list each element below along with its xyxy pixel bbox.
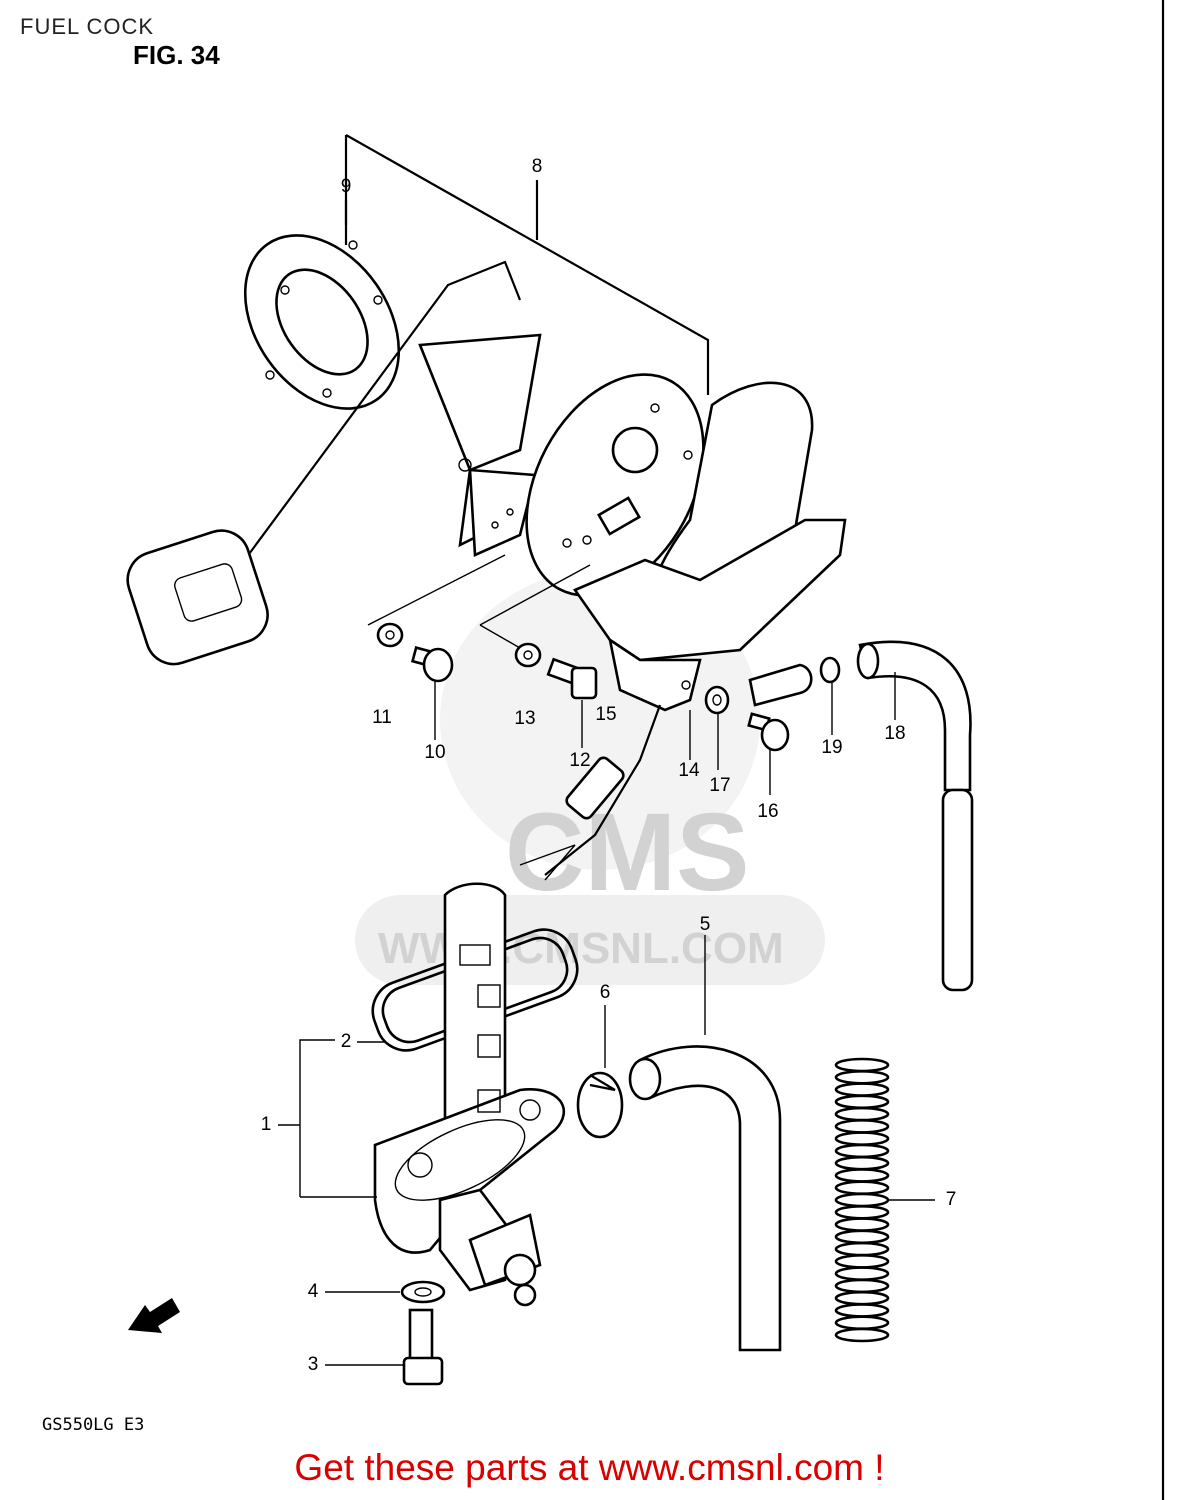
- callout-17: 17: [709, 775, 731, 796]
- part-gasket-ring: [243, 234, 401, 410]
- spring-coil: [834, 1155, 890, 1171]
- spring-coil: [834, 1204, 890, 1220]
- callout-18: 18: [884, 723, 906, 744]
- part-fuel-cock: [373, 882, 566, 1307]
- part-fuel-gauge-float: [126, 260, 522, 666]
- callout-7: 7: [945, 1189, 957, 1210]
- part-sender-plate: [525, 373, 705, 597]
- part-sender-bracket: [418, 333, 542, 557]
- spring-coil: [834, 1290, 890, 1306]
- callout-5: 5: [699, 914, 711, 935]
- callout-1: 1: [260, 1114, 272, 1135]
- callout-16: 16: [757, 801, 779, 822]
- spring-coil: [834, 1069, 890, 1085]
- part-washer-17: [704, 685, 730, 715]
- part-bolt-12: [546, 657, 598, 700]
- callout-4: 4: [307, 1281, 319, 1302]
- spring-coil: [834, 1303, 890, 1318]
- spring-coil: [834, 1229, 890, 1245]
- part-fuel-hose-bent: [628, 1045, 782, 1352]
- part-coil-spring: [834, 1057, 890, 1343]
- callout-12: 12: [569, 750, 591, 771]
- part-washer-11: [376, 622, 404, 648]
- part-fuel-hose-long: [856, 640, 974, 992]
- callout-11: 11: [372, 707, 392, 728]
- part-clamp-19: [819, 656, 841, 684]
- spring-coil: [834, 1168, 890, 1183]
- callout-14: 14: [678, 760, 700, 781]
- spring-coil: [834, 1143, 890, 1159]
- forward-direction-arrow: FWD: [128, 1298, 180, 1335]
- washer-hole: [414, 1287, 432, 1297]
- callout-15: 15: [595, 704, 617, 725]
- spring-coil: [834, 1082, 890, 1097]
- spring-coil: [834, 1315, 890, 1331]
- model-code: GS550LG E3: [42, 1415, 145, 1435]
- part-bolt-3: [402, 1308, 444, 1386]
- callout-3: 3: [307, 1354, 319, 1375]
- watermark-brand: CMS: [505, 791, 749, 914]
- gasket-holes: [265, 240, 383, 398]
- callout-2: 2: [340, 1031, 352, 1052]
- spring-coil: [834, 1094, 890, 1110]
- footer-parts-link[interactable]: Get these parts at www.cmsnl.com !: [294, 1447, 885, 1488]
- part-hose-clip: [576, 1071, 624, 1139]
- part-washer-13: [514, 642, 542, 668]
- part-screw-16: [747, 712, 790, 752]
- part-small-tube: [748, 663, 813, 707]
- part-cover: [573, 381, 847, 712]
- spring-coil: [834, 1241, 890, 1257]
- spring-coil: [834, 1266, 890, 1281]
- spring-coil: [834, 1106, 890, 1122]
- alignment-lines: [367, 554, 591, 649]
- spring-coil: [834, 1327, 890, 1343]
- page-title: FUEL COCK: [20, 14, 155, 39]
- callout-8: 8: [531, 156, 543, 177]
- callout-19: 19: [821, 737, 843, 758]
- spring-coil: [834, 1119, 890, 1134]
- figure-number: FIG. 34: [133, 40, 220, 70]
- callout-13: 13: [514, 708, 536, 729]
- leader-lines: [278, 200, 935, 1366]
- part-washer-4: [400, 1280, 446, 1304]
- callout-6: 6: [599, 982, 611, 1003]
- spring-coil: [834, 1180, 890, 1196]
- callout-10: 10: [424, 742, 446, 763]
- spring-coil: [834, 1217, 890, 1232]
- spring-coil: [834, 1254, 890, 1269]
- callout-9: 9: [340, 176, 352, 197]
- spring-coil: [834, 1131, 890, 1146]
- part-wire-harness: [519, 704, 662, 881]
- spring-coil: [834, 1192, 890, 1208]
- spring-coil: [834, 1278, 890, 1294]
- part-screw-10: [410, 646, 454, 683]
- spring-coil: [834, 1057, 890, 1073]
